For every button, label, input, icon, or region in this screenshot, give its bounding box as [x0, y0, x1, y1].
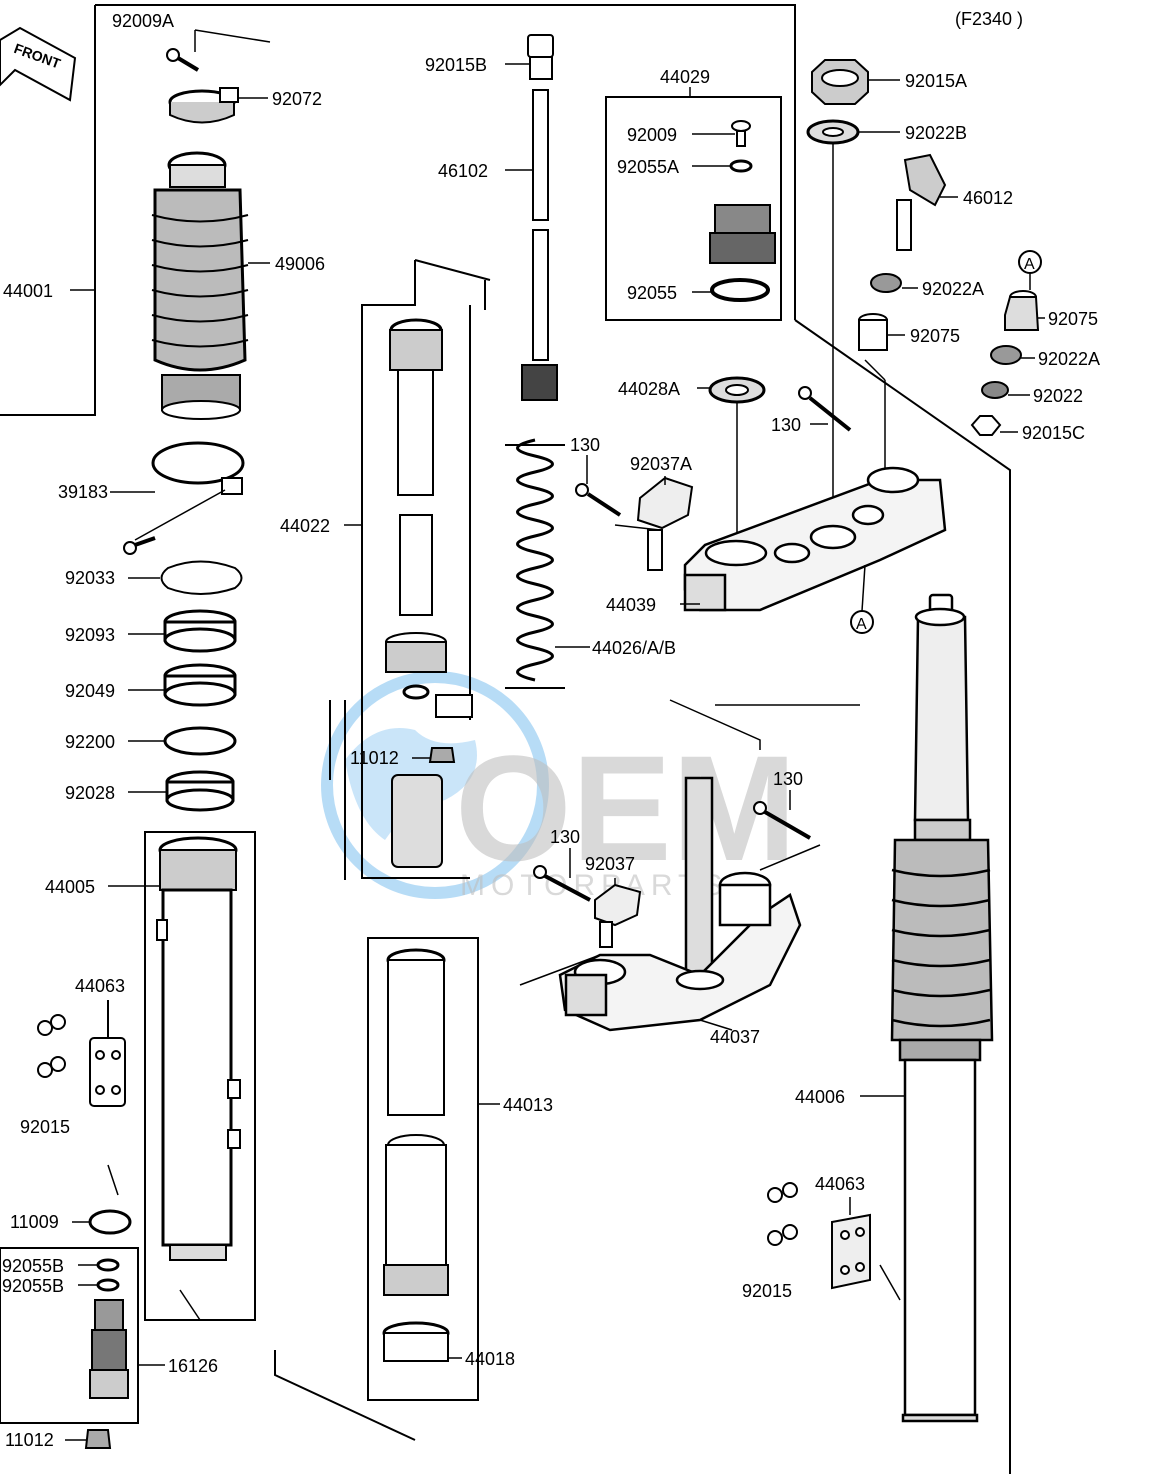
screw-92009A: [166, 29, 271, 72]
label-49006: 49006: [275, 254, 325, 274]
label-92015-right: 92015: [742, 1281, 792, 1301]
damper-44022: [385, 318, 473, 868]
bolt-130-lower: [533, 801, 812, 902]
label-11012-center: 11012: [350, 748, 399, 768]
label-11012-left: 11012: [5, 1430, 54, 1450]
label-92022A-2: 92022A: [1038, 349, 1100, 369]
label-44006: 44006: [795, 1087, 845, 1107]
label-130-a: 130: [771, 415, 801, 435]
label-92015A: 92015A: [905, 71, 967, 91]
rod-46102: [521, 89, 558, 401]
fork-tube-44006: [890, 593, 994, 1423]
label-92055A: 92055A: [617, 157, 679, 177]
upper-bracket-44039: [683, 466, 947, 612]
label-11009: 11009: [10, 1212, 59, 1232]
label-92055B-1: 92055B: [2, 1256, 64, 1276]
label-92015C: 92015C: [1022, 423, 1085, 443]
label-92015-left: 92015: [20, 1117, 70, 1137]
label-44018: 44018: [465, 1349, 515, 1369]
cap-11012: [84, 1429, 112, 1449]
label-130-d: 130: [550, 827, 580, 847]
lower-bracket-44037: [558, 776, 802, 1032]
boot-49006: [151, 151, 249, 420]
watermark-sub: MOTORPARTS: [460, 869, 728, 902]
outer-tube-44005: [156, 836, 241, 1261]
nut-92015A: [811, 59, 869, 105]
bolt-130-top: [575, 386, 852, 517]
label-92075-right: 92075: [1048, 309, 1098, 329]
valve-44029: [709, 120, 776, 302]
oring-11009: [88, 1209, 132, 1235]
label-44005: 44005: [45, 877, 95, 897]
label-44063-right: 44063: [815, 1174, 865, 1194]
holder-92037: [594, 883, 642, 948]
label-92075-left: 92075: [910, 326, 960, 346]
label-92022: 92022: [1033, 386, 1083, 406]
bolt-92015B: [527, 34, 554, 80]
part-labels: 92009A 92072 49006 44001 39183 92033 920…: [2, 11, 1100, 1450]
label-44028A: 44028A: [618, 379, 680, 399]
label-92055B-2: 92055B: [2, 1276, 64, 1296]
label-92015B: 92015B: [425, 55, 487, 75]
label-92037A: 92037A: [630, 454, 692, 474]
bush-92075: [858, 290, 1040, 351]
label-46102: 46102: [438, 161, 488, 181]
valve-16126: [89, 1258, 129, 1399]
clamp-44063-left: [37, 1000, 126, 1107]
label-92009: 92009: [627, 125, 677, 145]
label-44037: 44037: [710, 1027, 760, 1047]
marker-A-top-label: A: [1024, 256, 1035, 273]
label-44013: 44013: [503, 1095, 553, 1115]
label-44029: 44029: [660, 67, 710, 87]
cap-11012b: [428, 747, 456, 763]
label-92028: 92028: [65, 783, 115, 803]
clamp-39183: [110, 441, 245, 555]
marker-A-bottom-label: A: [856, 616, 867, 633]
label-44022: 44022: [280, 516, 330, 536]
clamp-92072: [168, 87, 239, 124]
label-44001: 44001: [3, 281, 53, 301]
label-130-b: 130: [570, 435, 600, 455]
clamp-44063-right: [767, 1182, 871, 1290]
label-92200: 92200: [65, 732, 115, 752]
label-92072: 92072: [272, 89, 322, 109]
label-92049: 92049: [65, 681, 115, 701]
label-92055: 92055: [627, 283, 677, 303]
spring-44026: [505, 438, 565, 689]
label-44063-left: 44063: [75, 976, 125, 996]
label-92093: 92093: [65, 625, 115, 645]
tube-44013: [382, 948, 450, 1362]
label-92037: 92037: [585, 854, 635, 874]
front-arrow-icon: FRONT: [0, 26, 77, 102]
label-130-c: 130: [773, 769, 803, 789]
steer-stop-46012: [896, 153, 947, 251]
label-92022A-1: 92022A: [922, 279, 984, 299]
label-39183: 39183: [58, 482, 108, 502]
label-92033: 92033: [65, 568, 115, 588]
label-92009A: 92009A: [112, 11, 174, 31]
holder-92037A: [636, 476, 694, 571]
watermark-brand: OEM: [455, 724, 797, 892]
label-16126: 16126: [168, 1356, 218, 1376]
label-46012: 46012: [963, 188, 1013, 208]
seal-92033: [160, 560, 243, 595]
label-44039: 44039: [606, 595, 656, 615]
diagram-code: (F2340 ): [955, 9, 1023, 29]
washer-92022A-1: [870, 273, 902, 293]
label-44026: 44026/A/B: [592, 638, 676, 658]
rings-stack: [163, 609, 237, 812]
label-92022B: 92022B: [905, 123, 967, 143]
